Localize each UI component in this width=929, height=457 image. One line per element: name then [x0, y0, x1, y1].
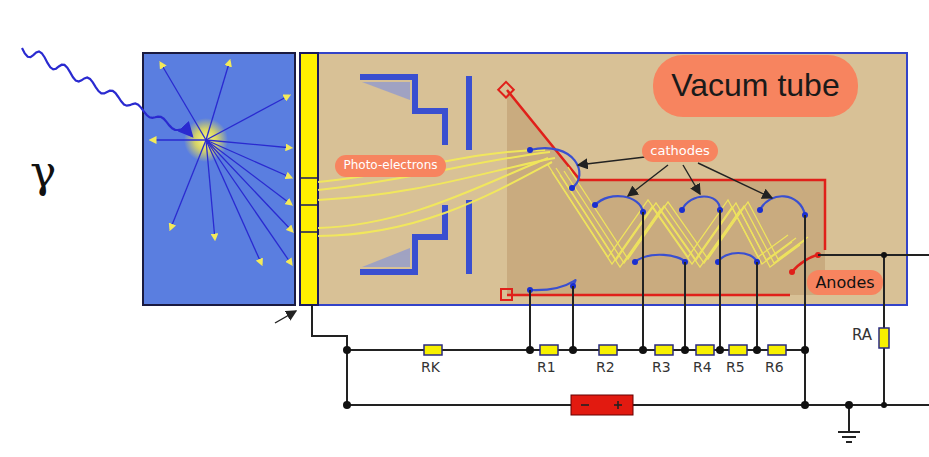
resistor-label: R2 [596, 360, 615, 374]
resistor-label: RA [852, 328, 872, 343]
light-ray [206, 140, 292, 148]
leader-line [275, 311, 296, 323]
resistor-label: R5 [726, 360, 745, 374]
light-ray [170, 140, 206, 230]
terminal [498, 82, 514, 98]
title-pill: Vacum tube [653, 55, 858, 117]
light-ray [206, 140, 292, 265]
node-label: Anodes [815, 274, 874, 292]
light-ray [206, 140, 292, 205]
light-ray [206, 140, 293, 232]
gamma-symbol: γ [30, 150, 56, 194]
dynode-region [507, 90, 825, 295]
leader-line [578, 157, 772, 198]
resistor-label: R3 [652, 360, 671, 374]
light-ray [206, 140, 215, 240]
node-label: cathodes [650, 144, 709, 158]
battery [571, 395, 633, 415]
electron-path [568, 167, 808, 259]
focus-electrode-wire [507, 294, 790, 297]
dynode [530, 148, 805, 290]
resistor-symbol [424, 328, 889, 355]
callout-pill: Anodes [807, 270, 883, 295]
node-label: Vacum tube [671, 68, 839, 103]
electron-cascade [548, 165, 808, 267]
gamma-ray [22, 48, 192, 136]
light-rays [150, 60, 293, 265]
terminal [501, 289, 512, 300]
electron-paths [318, 150, 555, 236]
wire [312, 210, 929, 442]
junction-dot [343, 252, 887, 409]
vacuum-tube [318, 53, 907, 305]
resistor-label: R6 [765, 360, 784, 374]
callout-pill: Photo-electrons [335, 155, 446, 177]
callout-pill: cathodes [642, 140, 718, 162]
resistor-label: RK [421, 360, 440, 374]
photocathode [300, 53, 318, 305]
scintillator [143, 53, 295, 305]
resistor-label: R4 [693, 360, 712, 374]
resistor-label: R1 [537, 360, 556, 374]
light-ray [206, 140, 262, 265]
battery-polarity [581, 401, 622, 409]
light-ray [206, 95, 290, 140]
dynode-tip [527, 147, 808, 293]
light-ray [160, 62, 206, 140]
light-ray [206, 60, 230, 140]
node-label: Photo-electrons [343, 159, 437, 172]
light-ray [150, 139, 206, 140]
